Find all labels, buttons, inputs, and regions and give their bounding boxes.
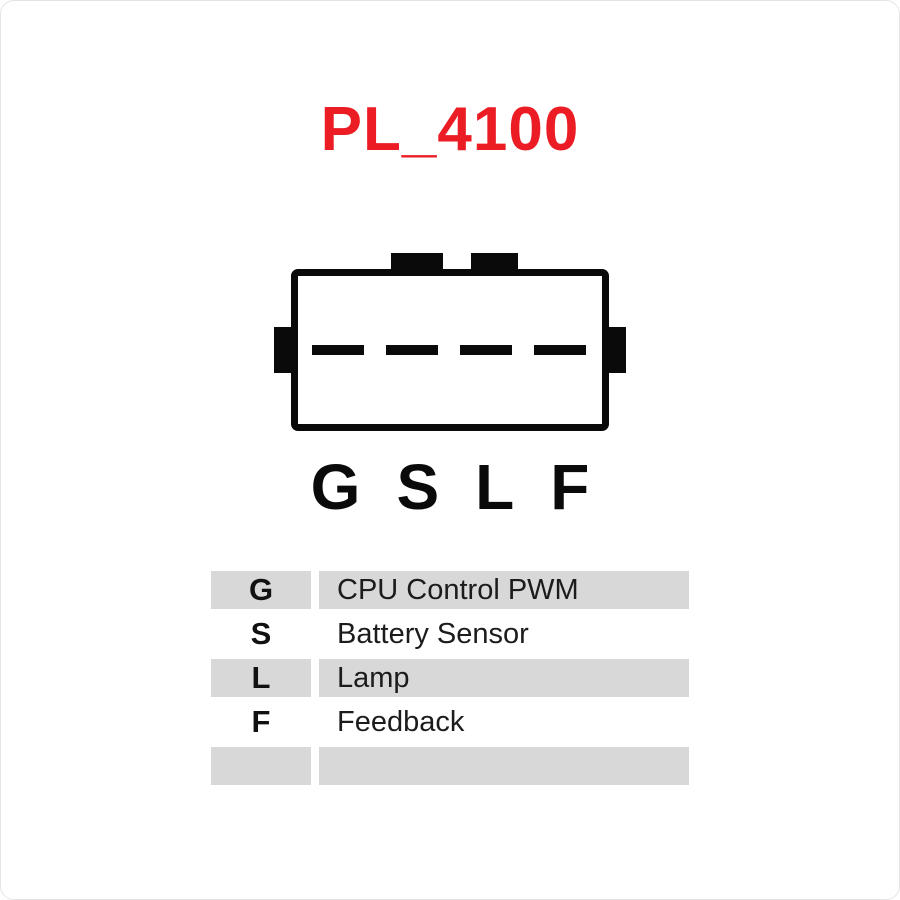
connector-side-tab-left	[274, 327, 291, 373]
legend-row-g: G CPU Control PWM	[211, 571, 689, 609]
connector-top-tab-left	[391, 253, 443, 270]
legend-row-f: F Feedback	[211, 703, 689, 741]
pin-label-f: F	[550, 451, 590, 523]
legend-row-s: S Battery Sensor	[211, 615, 689, 653]
legend-desc-cell: Battery Sensor	[337, 617, 529, 650]
connector-side-tab-right	[609, 327, 626, 373]
legend-pin-cell	[211, 747, 311, 785]
connector-body	[291, 269, 609, 431]
legend-pin-cell: G	[211, 571, 311, 609]
legend-desc-cell	[319, 747, 689, 785]
pin-label-g: G	[310, 451, 361, 523]
pin-labels-row: G S L F	[1, 455, 899, 519]
pin-label-l: L	[475, 451, 515, 523]
legend-row-empty	[211, 747, 689, 785]
legend-row-l: L Lamp	[211, 659, 689, 697]
connector-top-tab-right	[471, 253, 518, 270]
legend-pin-cell: L	[211, 659, 311, 697]
legend-desc-cell: CPU Control PWM	[319, 571, 689, 609]
connector-key-slot	[312, 345, 588, 355]
pin-label-s: S	[396, 451, 440, 523]
page-title: PL_4100	[320, 95, 580, 164]
legend-pin-cell: F	[251, 704, 271, 739]
legend-pin-cell: S	[250, 616, 272, 651]
connector-drawing	[274, 253, 626, 431]
pin-legend-table: G CPU Control PWM S Battery Sensor L Lam…	[211, 571, 689, 785]
legend-desc-cell: Lamp	[319, 659, 689, 697]
legend-desc-cell: Feedback	[337, 705, 465, 738]
